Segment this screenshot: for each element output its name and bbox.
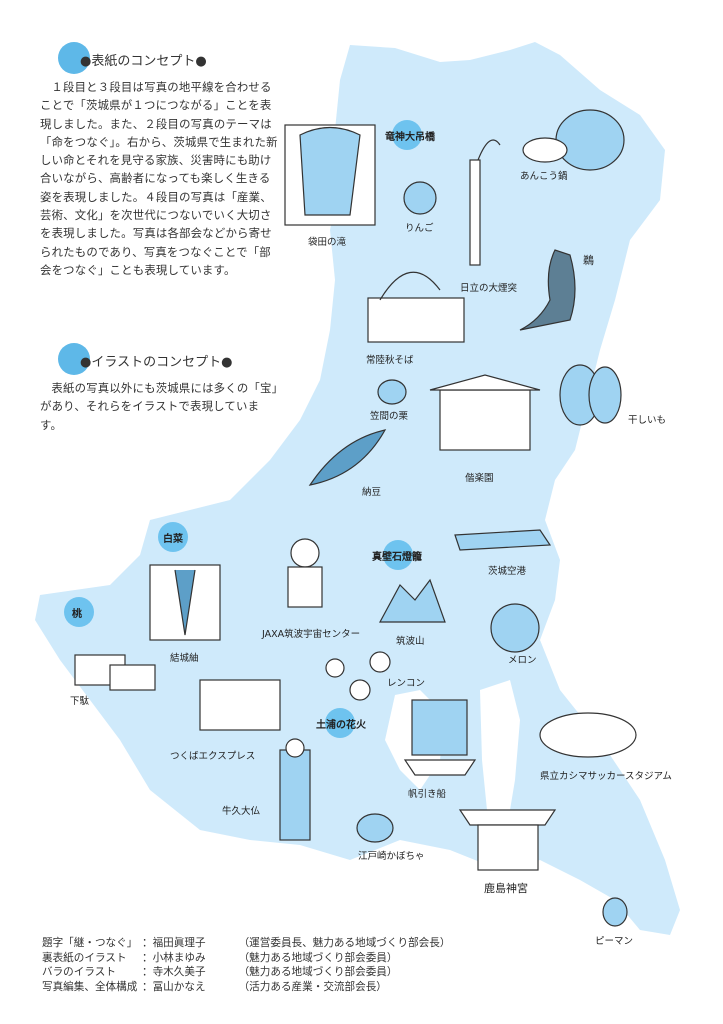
credit-role: バラのイラスト <box>42 966 116 978</box>
credit-role: 題字「継・つなぐ」 <box>42 937 138 949</box>
melon-illustration <box>490 603 540 653</box>
label-hitachi-chimney: 日立の大煙突 <box>460 283 518 294</box>
credit-note: （魅力ある地域づくり部会委員） <box>238 951 398 964</box>
label-kashima: 鹿島神宮 <box>484 882 528 895</box>
label-hobiki: 帆引き船 <box>408 789 447 800</box>
credit-note: （活力ある産業・交流部会長） <box>238 980 387 993</box>
label-hoshiimo: 干しいも <box>628 415 667 426</box>
ushiku-daibutsu-illustration <box>279 738 311 841</box>
ankou-illustration <box>522 109 625 171</box>
credit-role: 写真編集、全体構成 <box>42 980 138 993</box>
label-momo: 桃 <box>72 609 82 620</box>
heading-dot-icon <box>58 42 90 74</box>
cormorant-illustration <box>519 249 576 331</box>
tx-train-illustration <box>199 679 281 731</box>
credit-name: 寺木久美子 <box>152 966 206 978</box>
cover-concept-section: ●表紙のコンセプト● １段目と３段目は写真の地平線を合わせることで「茨城県が１つ… <box>40 42 280 279</box>
label-soba: 常陸秋そば <box>366 355 414 366</box>
illust-concept-section: ●イラストのコンセプト● 表紙の写真以外にも茨城県には多くの「宝」があり、それら… <box>40 343 280 434</box>
tsukuba-mountain-illustration <box>378 578 446 623</box>
hoshiimo-illustration <box>559 364 622 426</box>
stadium-illustration <box>539 712 637 758</box>
kairakuen-illustration <box>429 374 541 451</box>
piman-illustration <box>602 897 628 927</box>
label-tx: つくばエクスプレス <box>170 751 256 762</box>
label-ushiku: 牛久大仏 <box>222 806 261 817</box>
illust-concept-heading: ●イラストのコンセプト● <box>40 343 280 375</box>
label-ankou: あんこう鍋 <box>520 171 568 182</box>
natto-illustration <box>308 429 387 486</box>
hitachi-chimney-illustration <box>469 139 501 266</box>
credit-name: 冨山かなえ <box>152 980 206 993</box>
label-hakusai: 白菜 <box>163 534 183 545</box>
label-tsukuba: 筑波山 <box>396 636 425 647</box>
kasama-chestnut-illustration <box>377 379 407 405</box>
label-ringo: りんご <box>405 223 434 234</box>
credit-row: 題字「継・つなぐ」：福田眞理子（運営委員長、魅力ある地域づくり部会長） <box>42 937 451 949</box>
geta-illustration <box>74 654 156 691</box>
credit-role: 裏表紙のイラスト <box>42 951 127 964</box>
credit-note: （魅力ある地域づくり部会委員） <box>238 966 398 978</box>
label-fukuroda: 袋田の滝 <box>308 237 347 248</box>
label-tsuchiura: 土浦の花火 <box>316 720 366 731</box>
ringo-illustration <box>403 181 437 215</box>
label-jaxa: JAXA筑波宇宙センター <box>262 629 361 640</box>
label-melon: メロン <box>508 655 537 666</box>
label-geta: 下駄 <box>70 696 90 707</box>
makabe-circle <box>383 540 413 570</box>
label-makabe: 真壁石燈籠 <box>372 552 422 563</box>
airport-illustration <box>454 529 552 551</box>
jaxa-illustration <box>287 538 323 608</box>
credit-row: 裏表紙のイラスト：小林まゆみ（魅力ある地域づくり部会委員） <box>42 951 398 964</box>
cover-concept-title: ●表紙のコンセプト● <box>80 54 207 69</box>
label-airport: 茨城空港 <box>488 566 527 577</box>
momo-circle <box>64 597 94 627</box>
label-kasama: 笠間の栗 <box>370 411 409 422</box>
kashima-shrine-illustration <box>458 809 557 871</box>
label-u: 鵜 <box>583 254 594 267</box>
illust-concept-title: ●イラストのコンセプト● <box>80 355 233 370</box>
credit-note: （運営委員長、魅力ある地域づくり部会長） <box>238 937 451 949</box>
heading-dot-icon <box>58 343 90 375</box>
illust-concept-body: 表紙の写真以外にも茨城県には多くの「宝」があり、それらをイラストで表現しています… <box>40 381 278 432</box>
fukuroda-falls-illustration <box>284 124 376 226</box>
label-yuki: 結城紬 <box>170 653 199 664</box>
label-kabocha: 江戸崎かぼちゃ <box>358 851 425 862</box>
tsuchiura-circle <box>325 708 355 738</box>
label-kairakuen: 偕楽園 <box>465 473 494 484</box>
credit-row: バラのイラスト：寺木久美子（魅力ある地域づくり部会委員） <box>42 966 398 978</box>
yuki-tsumugi-illustration <box>149 564 221 641</box>
credit-name: 福田眞理子 <box>152 937 206 949</box>
credit-row: 写真編集、全体構成：冨山かなえ（活力ある産業・交流部会長） <box>42 980 387 993</box>
kabocha-illustration <box>356 813 394 843</box>
label-renkon: レンコン <box>387 678 426 689</box>
label-piman: ピーマン <box>595 936 634 947</box>
cover-concept-body: １段目と３段目は写真の地平線を合わせることで「茨城県が１つにつながる」ことを表現… <box>40 80 278 277</box>
cover-concept-heading: ●表紙のコンセプト● <box>40 42 280 74</box>
ryujin-circle <box>392 120 422 150</box>
label-natto: 納豆 <box>362 487 382 498</box>
prefecture-shape <box>35 42 680 935</box>
credits: 題字「継・つなぐ」：福田眞理子（運営委員長、魅力ある地域づくり部会長） 裏表紙の… <box>42 936 450 994</box>
label-stadium: 県立カシマサッカースタジアム <box>540 771 672 782</box>
hakusai-circle <box>158 522 188 552</box>
renkon-illustration <box>325 651 391 701</box>
credit-name: 小林まゆみ <box>152 951 206 964</box>
soba-illustration <box>367 271 465 343</box>
label-ryujin: 竜神大吊橋 <box>385 132 435 143</box>
hobiki-boat-illustration <box>403 699 477 776</box>
